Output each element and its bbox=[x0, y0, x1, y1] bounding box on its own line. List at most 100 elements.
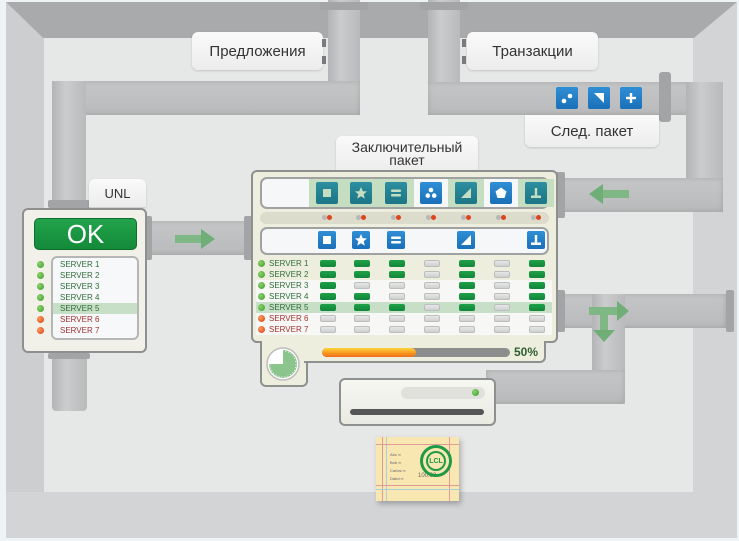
server-vote-row[interactable]: SERVER 2 bbox=[256, 269, 552, 280]
server-vote-row[interactable]: SERVER 6 bbox=[256, 313, 552, 324]
server-vote-row[interactable]: SERVER 4 bbox=[256, 291, 552, 302]
vote-yes bbox=[320, 260, 336, 267]
vote-yes bbox=[320, 282, 336, 289]
vote-no bbox=[494, 304, 510, 311]
status-error-icon bbox=[37, 327, 44, 334]
printer-display bbox=[401, 387, 485, 399]
vote-no bbox=[320, 326, 336, 333]
vote-yes bbox=[459, 282, 475, 289]
stamp-text: LCL bbox=[426, 451, 446, 471]
status-ok-icon bbox=[37, 272, 44, 279]
vote-yes bbox=[529, 293, 545, 300]
accepted-triangle-icon[interactable] bbox=[457, 231, 475, 249]
final-packet-label-line2: пакет bbox=[389, 152, 425, 168]
final-packet-label-line1: Заключительный bbox=[351, 139, 463, 155]
receipt-line: Dabd ═ bbox=[390, 476, 404, 481]
vote-no bbox=[529, 326, 545, 333]
unl-server-item[interactable]: SERVER 5 bbox=[53, 303, 137, 314]
vote-yes bbox=[389, 260, 405, 267]
proposed-star-icon[interactable] bbox=[350, 182, 372, 204]
pipe-flange bbox=[48, 200, 90, 208]
vote-no bbox=[494, 282, 510, 289]
vote-indicator bbox=[531, 215, 541, 220]
server-name: SERVER 1 bbox=[269, 259, 309, 268]
label-notch bbox=[462, 56, 466, 64]
room-ceiling bbox=[6, 2, 737, 38]
vote-no bbox=[459, 315, 475, 322]
vote-yes bbox=[354, 260, 370, 267]
status-ok-icon bbox=[258, 304, 265, 311]
vote-yes bbox=[529, 260, 545, 267]
status-ok-icon bbox=[258, 260, 265, 267]
unl-server-item[interactable]: SERVER 4 bbox=[60, 293, 100, 302]
receipt-stamp: LCL bbox=[420, 445, 452, 477]
pipe-flange bbox=[556, 172, 565, 218]
proposed-equals-icon[interactable] bbox=[385, 182, 407, 204]
offers-pipe-horizontal bbox=[52, 81, 360, 115]
server-name: SERVER 6 bbox=[269, 314, 309, 323]
vote-no bbox=[424, 293, 440, 300]
unl-server-item[interactable]: SERVER 2 bbox=[60, 271, 100, 280]
status-ok-icon bbox=[258, 293, 265, 300]
unl-server-item[interactable]: SERVER 7 bbox=[60, 326, 100, 335]
server-name: SERVER 3 bbox=[269, 281, 309, 290]
vote-yes bbox=[354, 304, 370, 311]
vote-indicator bbox=[356, 215, 366, 220]
status-error-icon bbox=[258, 315, 265, 322]
vote-yes bbox=[320, 271, 336, 278]
server-name: SERVER 7 bbox=[269, 325, 309, 334]
ok-status-button[interactable]: OK bbox=[34, 218, 137, 250]
accepted-square-icon[interactable] bbox=[318, 231, 336, 249]
vote-yes bbox=[389, 304, 405, 311]
progress-bar bbox=[322, 348, 510, 357]
receipt-lines: Abc ═Bob ═Carlos ═Dabd ═ bbox=[390, 451, 406, 483]
proposed-pentagon-icon[interactable] bbox=[490, 182, 512, 204]
pipe-flange bbox=[48, 353, 90, 359]
vote-indicator bbox=[322, 215, 332, 220]
vote-no bbox=[494, 271, 510, 278]
accepted-equals-icon[interactable] bbox=[387, 231, 405, 249]
label-notch bbox=[462, 39, 466, 47]
receipt-line: Carlos ═ bbox=[390, 468, 406, 473]
unl-server-item[interactable]: SERVER 3 bbox=[60, 282, 100, 291]
next-packet-label: След. пакет bbox=[525, 115, 659, 147]
room-right-wall bbox=[693, 2, 737, 492]
vote-no bbox=[494, 293, 510, 300]
final-packet-label: Заключительный пакет bbox=[336, 136, 478, 172]
vote-no bbox=[424, 326, 440, 333]
server-vote-row[interactable]: SERVER 7 bbox=[256, 324, 552, 335]
offers-pipe-down bbox=[52, 81, 86, 208]
unl-server-item[interactable]: SERVER 1 bbox=[60, 260, 100, 269]
vote-yes bbox=[459, 293, 475, 300]
unl-server-item[interactable]: SERVER 6 bbox=[60, 315, 100, 324]
vote-indicator bbox=[426, 215, 436, 220]
accepted-star-icon[interactable] bbox=[352, 231, 370, 249]
receipt-total: 100.93 bbox=[418, 473, 437, 479]
vote-indicator-row bbox=[260, 212, 549, 224]
accepted-anchor-icon[interactable] bbox=[527, 231, 545, 249]
vote-no bbox=[494, 315, 510, 322]
server-vote-row[interactable]: SERVER 3 bbox=[256, 280, 552, 291]
progress-bar-fill bbox=[322, 348, 416, 357]
pipe-flange bbox=[320, 2, 368, 10]
status-ok-icon bbox=[258, 271, 265, 278]
proposed-dots-icon[interactable] bbox=[420, 182, 442, 204]
proposed-anchor-icon[interactable] bbox=[525, 182, 547, 204]
vote-no bbox=[459, 326, 475, 333]
pipe-flange bbox=[726, 290, 734, 332]
room-floor-edge bbox=[6, 492, 737, 538]
vote-yes bbox=[529, 271, 545, 278]
server-vote-row[interactable]: SERVER 5 bbox=[256, 302, 552, 313]
vote-indicator bbox=[461, 215, 471, 220]
proposed-triangle-icon[interactable] bbox=[455, 182, 477, 204]
proposed-square-icon[interactable] bbox=[316, 182, 338, 204]
vote-indicator bbox=[496, 215, 506, 220]
pipe-flange bbox=[145, 216, 152, 260]
vote-no bbox=[424, 282, 440, 289]
status-error-icon bbox=[258, 326, 265, 333]
timer-icon bbox=[266, 347, 300, 381]
plus-icon bbox=[620, 87, 642, 109]
server-vote-row[interactable]: SERVER 1 bbox=[256, 258, 552, 269]
vote-no bbox=[424, 260, 440, 267]
